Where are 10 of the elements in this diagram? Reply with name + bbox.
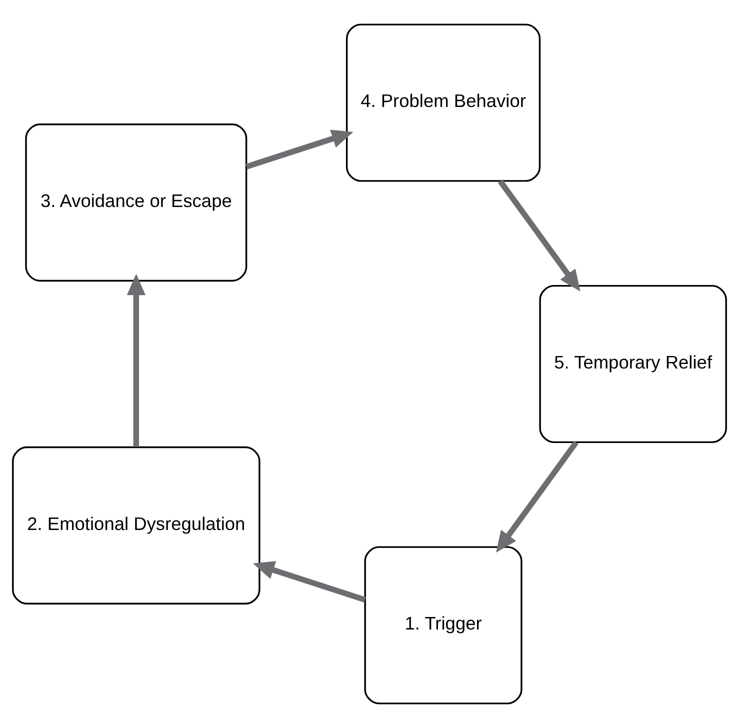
arrow <box>496 440 578 552</box>
node-box: 5. Temporary Relief <box>539 284 727 443</box>
arrow <box>126 273 146 446</box>
arrow <box>252 560 366 602</box>
node-box: 2. Emotional Dysregulation <box>12 446 260 604</box>
arrow <box>498 178 580 291</box>
arrow <box>246 129 354 169</box>
node-box: 4. Problem Behavior <box>346 23 541 182</box>
node-box: 1. Trigger <box>364 546 522 704</box>
node-box: 3. Avoidance or Escape <box>25 123 248 282</box>
